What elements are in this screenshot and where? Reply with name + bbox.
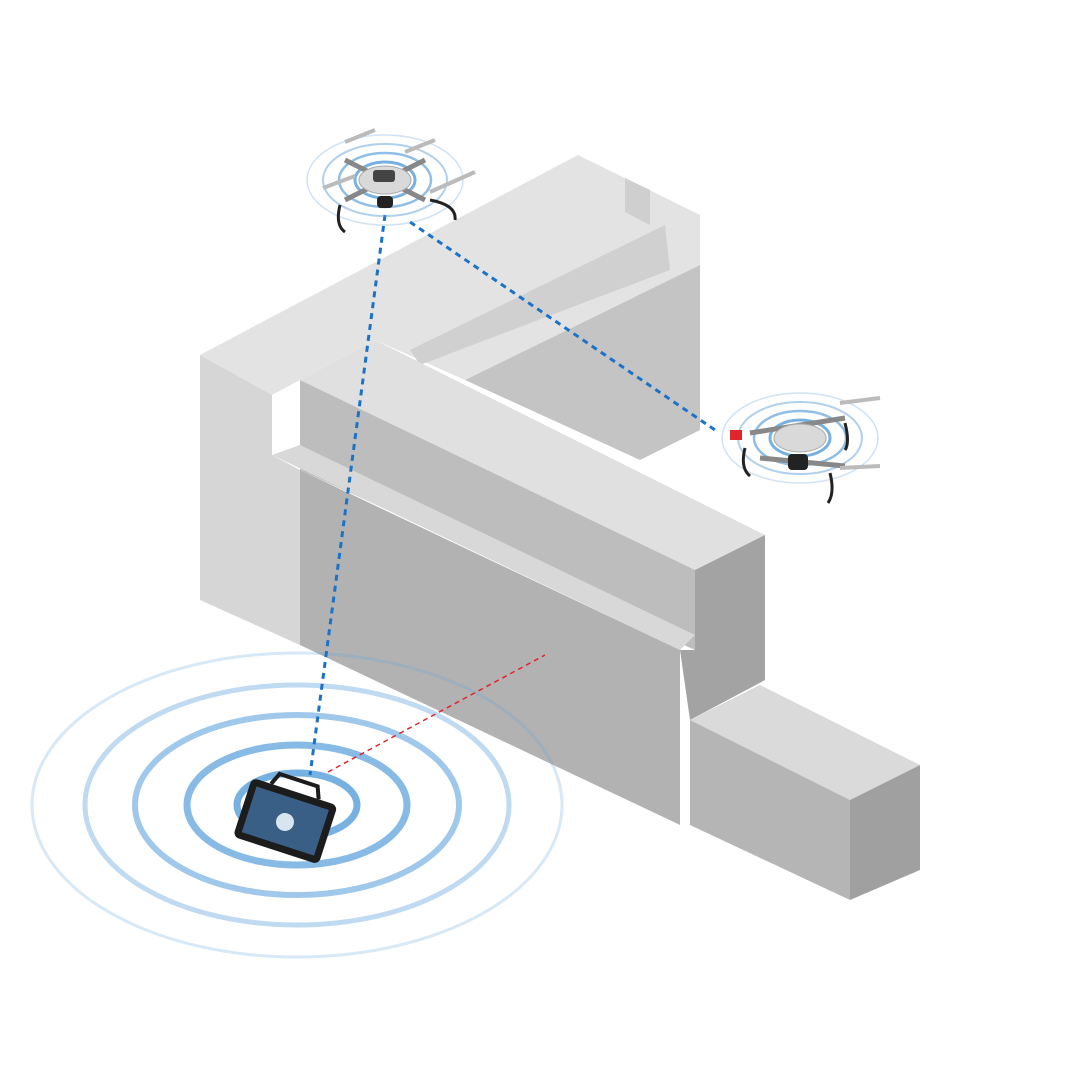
building-front-side [680, 535, 765, 720]
building-back-left-face [200, 355, 300, 645]
building-back-ledge [410, 225, 670, 365]
building-back-top [200, 155, 700, 395]
building-back-inner [465, 265, 700, 460]
building-front-face [300, 380, 695, 650]
building-front-top [300, 340, 765, 570]
building-low-top [690, 685, 920, 800]
drone-icon [322, 128, 476, 234]
drone-right [721, 392, 881, 504]
building-low-front [690, 720, 850, 900]
building-front-lower [300, 470, 680, 825]
building-front-ledge [272, 445, 695, 650]
building-low-side [850, 765, 920, 900]
building [200, 155, 920, 900]
drone-icon [730, 396, 881, 504]
building-back-step [625, 178, 650, 225]
drone-top [306, 128, 476, 234]
tablet-icon [234, 771, 337, 863]
